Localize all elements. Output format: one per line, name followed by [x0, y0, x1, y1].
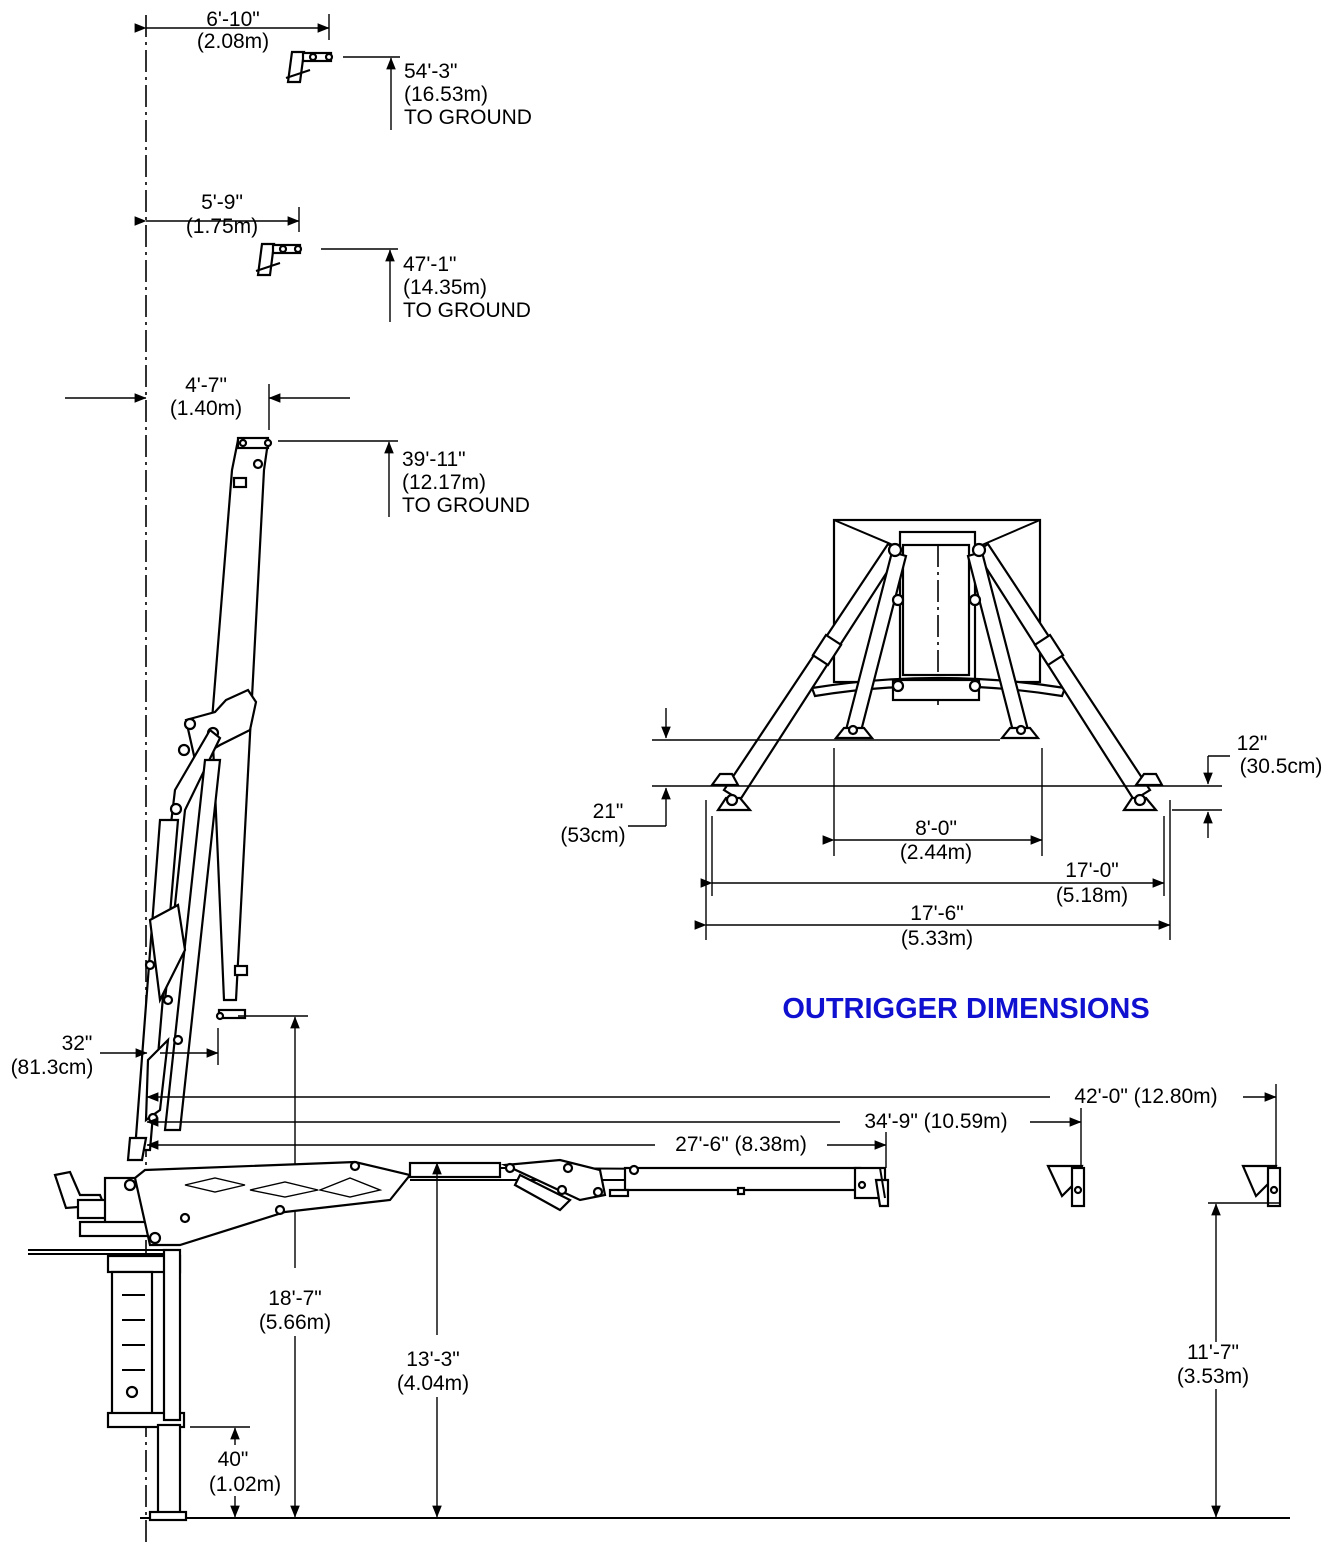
reach-2-horizontal: 5'-9" [201, 191, 243, 214]
platform-icon [255, 242, 303, 277]
outrigger-mid-value: 17'-0" [1065, 859, 1119, 882]
outrigger-raise-metric: (30.5cm) [1240, 755, 1323, 778]
reach-3-height: 39'-11" [402, 448, 466, 471]
outrigger-outer-value: 17'-6" [910, 902, 964, 925]
height-1-metric: (5.66m) [259, 1311, 331, 1334]
horizontal-reach-2-value: 34'-9" (10.59m) [864, 1110, 1007, 1133]
outrigger-mid-metric: (5.18m) [1056, 884, 1128, 907]
reach-2-note: TO GROUND [403, 299, 531, 322]
platform-icon [1241, 1164, 1282, 1208]
outrigger-raise-value: 12" [1237, 732, 1268, 755]
horizontal-reach-3-value: 27'-6" (8.38m) [675, 1133, 807, 1156]
height-2-value: 13'-3" [406, 1348, 460, 1371]
offset-metric: (81.3cm) [11, 1056, 94, 1079]
reach-2-height: 47'-1" [403, 253, 457, 276]
height-4-metric: (1.02m) [209, 1473, 281, 1496]
height-dimension-3: 11'-7" (3.53m) [1177, 1202, 1280, 1518]
reach-1-height: 54'-3" [404, 60, 458, 83]
height-1-value: 18'-7" [268, 1287, 322, 1310]
outrigger-inner-value: 8'-0" [915, 817, 957, 840]
reach-2-height-metric: (14.35m) [403, 276, 487, 299]
reach-3-note: TO GROUND [402, 494, 530, 517]
outrigger-view [709, 518, 1164, 812]
horizontal-reach-1-value: 42'-0" (12.80m) [1074, 1085, 1217, 1108]
horizontal-boom [133, 1158, 890, 1247]
height-3-metric: (3.53m) [1177, 1365, 1249, 1388]
reach-1-horizontal-metric: (2.08m) [197, 30, 269, 53]
offset-value: 32" [62, 1032, 93, 1055]
height-4-value: 40" [218, 1448, 249, 1471]
section-title: OUTRIGGER DIMENSIONS [782, 993, 1149, 1025]
reach-dimension-2: 5'-9" (1.75m) 47'-1" (14.35m) TO GROUND [134, 191, 531, 322]
horizontal-reach-2: 34'-9" (10.59m) [146, 1108, 1082, 1168]
outrigger-depth-value: 21" [593, 800, 624, 823]
height-dimension-2: 13'-3" (4.04m) [397, 1162, 469, 1518]
height-dimension-1: 18'-7" (5.66m) [238, 1015, 331, 1518]
reach-1-height-metric: (16.53m) [404, 83, 488, 106]
height-3-value: 11'-7" [1187, 1341, 1239, 1364]
outrigger-depth-metric: (53cm) [560, 824, 625, 847]
platform-icon [285, 50, 334, 84]
upright-boom [126, 436, 273, 1162]
reach-3-horizontal-metric: (1.40m) [170, 397, 242, 420]
outrigger-inner-metric: (2.44m) [900, 841, 972, 864]
horizontal-reach-3: 27'-6" (8.38m) [146, 1132, 887, 1168]
reach-1-note: TO GROUND [404, 106, 532, 129]
reach-2-horizontal-metric: (1.75m) [186, 215, 258, 238]
offset-dimension: 32" (81.3cm) [11, 1028, 219, 1079]
reach-1-horizontal: 6'-10" [206, 8, 260, 31]
platform-icon [1046, 1164, 1086, 1208]
reach-3-height-metric: (12.17m) [402, 471, 486, 494]
height-2-metric: (4.04m) [397, 1372, 469, 1395]
horizontal-reach-1: 42'-0" (12.80m) [146, 1084, 1277, 1168]
reach-dimension-1: 6'-10" (2.08m) 54'-3" (16.53m) TO GROUND [134, 8, 532, 130]
reach-3-horizontal: 4'-7" [185, 374, 227, 397]
pedestal [28, 1170, 188, 1522]
reach-dimension-3: 4'-7" (1.40m) 39'-11" (12.17m) TO GROUND [65, 374, 530, 517]
outrigger-outer-metric: (5.33m) [901, 927, 973, 950]
height-dimension-4: 40" (1.02m) [190, 1426, 281, 1518]
